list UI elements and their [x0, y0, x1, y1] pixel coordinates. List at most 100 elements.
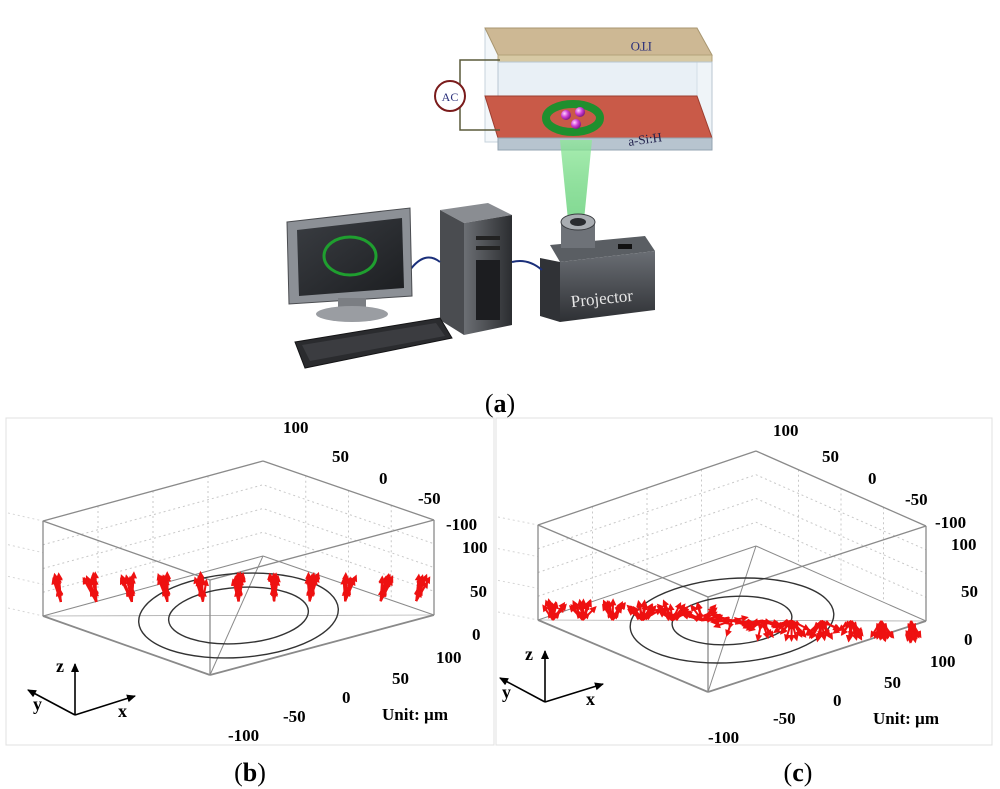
b-axis-y: y	[33, 694, 42, 714]
particle	[561, 110, 571, 120]
field-arrow-head	[350, 574, 358, 583]
field-arrow	[602, 603, 614, 621]
field-arrow-head	[417, 589, 423, 597]
field-arrow-head	[748, 624, 756, 632]
grid-line	[42, 484, 435, 546]
field-arrow-head	[381, 588, 387, 596]
b-back-tick: 100	[283, 418, 309, 437]
field-arrow-head	[725, 629, 732, 637]
field-arrow	[573, 602, 584, 621]
b-back-tick: 50	[332, 447, 349, 466]
field-arrow-head	[690, 604, 698, 613]
c-front-tick: 50	[884, 673, 901, 692]
box-edge	[42, 615, 211, 676]
field-arrow	[805, 619, 823, 636]
b-z-tick: 100	[462, 538, 488, 557]
panel-c-grid	[497, 469, 927, 621]
field-arrow-head	[802, 623, 811, 631]
field-arrow-head	[553, 611, 559, 618]
field-arrow-head	[270, 589, 277, 596]
particle	[575, 107, 585, 117]
c-back-tick: 50	[822, 447, 839, 466]
c-front-tick: -100	[708, 728, 739, 747]
field-arrow-head	[741, 620, 749, 628]
field-arrow-head	[343, 589, 350, 596]
c-axis-triad: z y x	[499, 644, 604, 709]
field-arrow-head	[795, 630, 803, 638]
field-arrow-head	[702, 613, 709, 620]
field-arrow-head	[678, 603, 686, 612]
c-front-tick: 0	[833, 691, 842, 710]
b-front-tick: 100	[436, 648, 462, 667]
c-z-tick: 0	[964, 630, 973, 649]
c-axis-y: y	[502, 682, 511, 702]
b-z-tick: 50	[470, 582, 487, 601]
ring-outline	[671, 595, 793, 646]
c-back-tick: -100	[935, 513, 966, 532]
field-arrow-head	[542, 604, 550, 613]
field-arrow	[870, 620, 883, 639]
field-arrow-head	[751, 618, 759, 625]
box-edge	[707, 545, 757, 693]
grid-line	[497, 611, 539, 621]
b-back-tick: 0	[379, 469, 388, 488]
b-axis-z: z	[56, 656, 64, 676]
cable	[511, 260, 543, 271]
field-arrow-head	[870, 630, 877, 639]
field-arrow	[270, 575, 278, 602]
field-arrow-head	[640, 599, 648, 607]
field-arrow-head	[423, 576, 431, 585]
b-front-tick: -50	[283, 707, 306, 726]
grid-line	[497, 579, 539, 589]
field-arrow-head	[706, 616, 714, 623]
grid-line	[7, 607, 44, 617]
field-arrow-head	[120, 575, 128, 584]
field-arrow-head	[693, 616, 701, 622]
field-arrow-head	[568, 605, 577, 613]
field-arrow-head	[766, 630, 774, 639]
field-arrow-head	[845, 635, 853, 643]
field-arrow-head	[340, 577, 348, 585]
particle	[571, 119, 581, 129]
field-arrow-head	[630, 605, 638, 614]
field-arrow	[343, 576, 353, 602]
grid-line	[42, 507, 435, 569]
projector: Projector	[540, 213, 655, 322]
field-arrow-head	[91, 590, 98, 597]
field-arrow	[236, 571, 244, 602]
grid-line	[7, 575, 44, 585]
b-unit-label: Unit: µm	[382, 705, 448, 724]
monitor	[286, 207, 413, 322]
grid-line	[7, 544, 44, 554]
field-arrow	[128, 576, 136, 602]
field-arrow-head	[837, 624, 846, 632]
field-arrow-head	[805, 628, 813, 636]
field-arrow-head	[664, 612, 672, 619]
keyboard	[294, 317, 453, 369]
field-arrow	[905, 620, 914, 641]
field-arrow	[684, 612, 703, 622]
field-arrow	[630, 605, 644, 621]
grid-line	[7, 512, 44, 522]
panel-b-grid	[7, 475, 435, 617]
field-arrow-head	[856, 628, 864, 637]
grid-line	[537, 474, 927, 551]
box-edge	[707, 525, 927, 598]
field-arrow	[87, 577, 98, 603]
field-arrow	[755, 620, 764, 642]
field-arrow-head	[826, 632, 833, 640]
b-z-tick: 0	[472, 625, 481, 644]
field-arrow-head	[851, 633, 859, 641]
field-arrow	[741, 618, 763, 628]
c-z-tick: 100	[951, 535, 977, 554]
panel-a-caption: (a)	[485, 389, 515, 418]
field-arrow-head	[616, 601, 624, 609]
box-edge	[209, 614, 435, 676]
grid-line	[42, 531, 435, 593]
field-arrow-head	[581, 610, 588, 617]
field-arrow-head	[771, 620, 780, 628]
field-arrow	[656, 603, 674, 622]
field-arrow-head	[674, 601, 682, 610]
field-arrow-head	[51, 577, 59, 586]
field-arrow-head	[602, 603, 609, 612]
